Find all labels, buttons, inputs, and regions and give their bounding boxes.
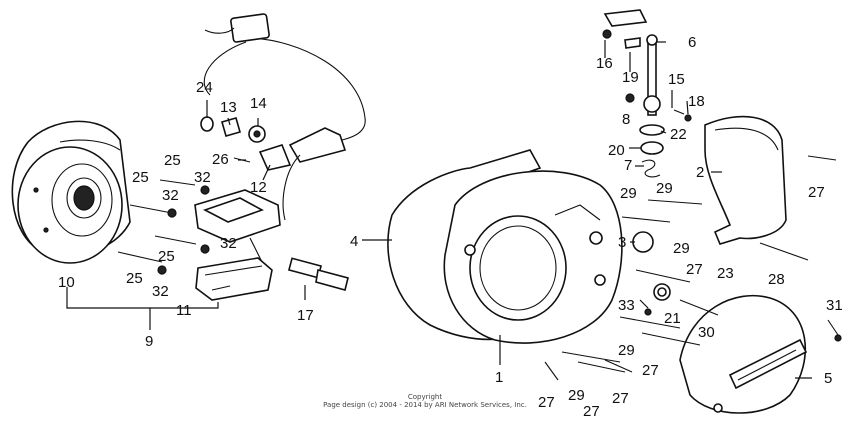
callout-20: 20 (608, 142, 625, 159)
callout-18: 18 (688, 93, 705, 110)
callout-15: 15 (668, 71, 685, 88)
callout-27-e: 27 (583, 403, 600, 420)
callout-1: 1 (495, 369, 503, 386)
callout-25-c: 25 (158, 248, 175, 265)
callout-25-b: 25 (164, 152, 181, 169)
copyright-line-2: Page design (c) 2004 - 2014 by ARI Netwo… (323, 401, 527, 409)
callout-28: 28 (768, 271, 785, 288)
callout-9: 9 (145, 333, 153, 350)
crankcase-cover (443, 170, 623, 344)
callout-32-d: 32 (152, 283, 169, 300)
leader-lines (66, 40, 812, 379)
callout-31: 31 (826, 297, 843, 314)
callout-25-a: 25 (132, 169, 149, 186)
callout-30: 30 (698, 324, 715, 341)
callout-27-c: 27 (642, 362, 659, 379)
callout-6: 6 (688, 34, 696, 51)
ignition-coil (195, 257, 273, 301)
callout-14: 14 (250, 95, 267, 112)
callout-32-a: 32 (194, 169, 211, 186)
callout-19: 19 (622, 69, 639, 86)
callout-23: 23 (717, 265, 734, 282)
callout-11: 11 (176, 302, 192, 319)
callout-17: 17 (297, 307, 314, 324)
flywheel-rotor (11, 120, 131, 264)
callout-25-d: 25 (126, 270, 143, 287)
callout-26: 26 (212, 151, 229, 168)
copyright-line-1: Copyright (407, 393, 443, 401)
callout-29-e: 29 (568, 387, 585, 404)
callout-29-b: 29 (656, 180, 673, 197)
callout-27-d: 27 (538, 394, 555, 411)
callout-22: 22 (670, 126, 687, 143)
callout-32-b: 32 (162, 187, 179, 204)
callout-24: 24 (196, 79, 213, 96)
callout-21: 21 (664, 310, 681, 327)
callout-5: 5 (824, 370, 832, 387)
wiring-harness (203, 13, 366, 221)
stator-assembly (194, 189, 281, 263)
callout-27-b: 27 (686, 261, 703, 278)
callout-16: 16 (596, 55, 613, 72)
shift-assembly (602, 9, 692, 178)
callout-33: 33 (618, 297, 635, 314)
small-sensor-parts (200, 116, 266, 163)
callout-8: 8 (622, 111, 630, 128)
callout-4: 4 (350, 233, 358, 250)
callout-2: 2 (696, 164, 704, 181)
callout-29-c: 29 (673, 240, 690, 257)
bolt-17 (287, 257, 349, 291)
callout-27-a: 27 (808, 184, 825, 201)
right-cover (679, 294, 808, 414)
callout-10: 10 (58, 274, 75, 291)
upper-cover (704, 115, 787, 245)
stator-screws (117, 179, 210, 275)
callout-13: 13 (220, 99, 237, 116)
callout-32-c: 32 (220, 235, 237, 252)
callout-3: 3 (618, 234, 626, 251)
callout-29-a: 29 (620, 185, 637, 202)
callout-27-f: 27 (612, 390, 629, 407)
callout-29-d: 29 (618, 342, 635, 359)
cover-bolts (544, 155, 842, 381)
callout-7: 7 (624, 157, 632, 174)
callout-labels: 1 2 3 4 5 6 7 8 9 10 11 12 13 14 15 16 1… (58, 34, 843, 420)
callout-12: 12 (250, 179, 267, 196)
